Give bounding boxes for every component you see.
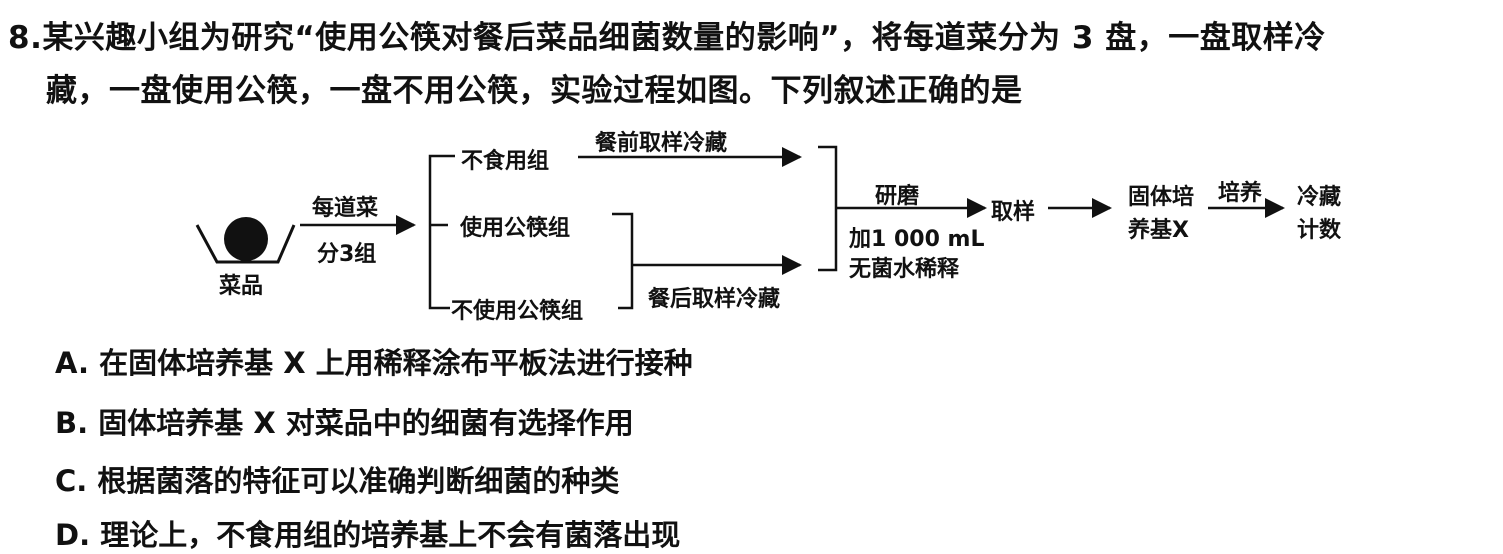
dish-icon (195, 217, 296, 264)
option-letter: D. (55, 518, 91, 552)
split-label-top: 每道菜 (312, 196, 379, 221)
option-a[interactable]: A. 在固体培养基 X 上用稀释涂布平板法进行接种 (55, 340, 693, 382)
merge-bracket (818, 145, 838, 272)
question-stem-line2: 藏，一盘使用公筷，一盘不用公筷，实验过程如图。下列叙述正确的是 (46, 73, 1023, 109)
dish-label: 菜品 (219, 274, 264, 299)
after-meal-label: 餐后取样冷藏 (648, 287, 781, 312)
count-label-line1: 冷藏 (1297, 185, 1342, 210)
dilute-label-line2: 无菌水稀释 (849, 257, 960, 282)
before-meal-label: 餐前取样冷藏 (595, 131, 728, 156)
group-use-label: 使用公筷组 (460, 216, 571, 241)
dilute-label-line1: 加1 000 mL (849, 227, 985, 252)
group-no-use-label: 不使用公筷组 (451, 299, 584, 324)
group-bracket (428, 154, 455, 310)
culture-label: 培养 (1218, 181, 1263, 206)
question-number: 8. (8, 20, 43, 56)
option-c[interactable]: C. 根据菌落的特征可以准确判断细菌的种类 (55, 458, 619, 500)
medium-label-line2: 养基X (1128, 218, 1189, 243)
question-stem-text-1: 某兴趣小组为研究“使用公筷对餐后菜品细菌数量的影响”，将每道菜分为 3 盘，一盘… (42, 20, 1326, 56)
option-letter: B. (55, 406, 89, 440)
sample-label: 取样 (991, 200, 1036, 225)
option-b[interactable]: B. 固体培养基 X 对菜品中的细菌有选择作用 (55, 400, 634, 442)
after-meal-bracket (612, 212, 634, 310)
option-text: 在固体培养基 X 上用稀释涂布平板法进行接种 (99, 346, 693, 380)
group-no-eat-label: 不食用组 (461, 149, 550, 174)
option-letter: A. (55, 346, 89, 380)
option-d[interactable]: D. 理论上，不食用组的培养基上不会有菌落出现 (55, 512, 680, 554)
medium-label-line1: 固体培 (1128, 185, 1195, 210)
option-text: 固体培养基 X 对菜品中的细菌有选择作用 (98, 406, 634, 440)
grind-label: 研磨 (875, 184, 920, 209)
split-label-bottom: 分3组 (317, 242, 377, 267)
option-text: 理论上，不食用组的培养基上不会有菌落出现 (100, 518, 681, 552)
question-stem-line1: 8.某兴趣小组为研究“使用公筷对餐后菜品细菌数量的影响”，将每道菜分为 3 盘，… (8, 12, 1498, 57)
option-text: 根据菌落的特征可以准确判断细菌的种类 (97, 464, 620, 498)
count-label-line2: 计数 (1297, 218, 1342, 243)
option-letter: C. (55, 464, 88, 498)
